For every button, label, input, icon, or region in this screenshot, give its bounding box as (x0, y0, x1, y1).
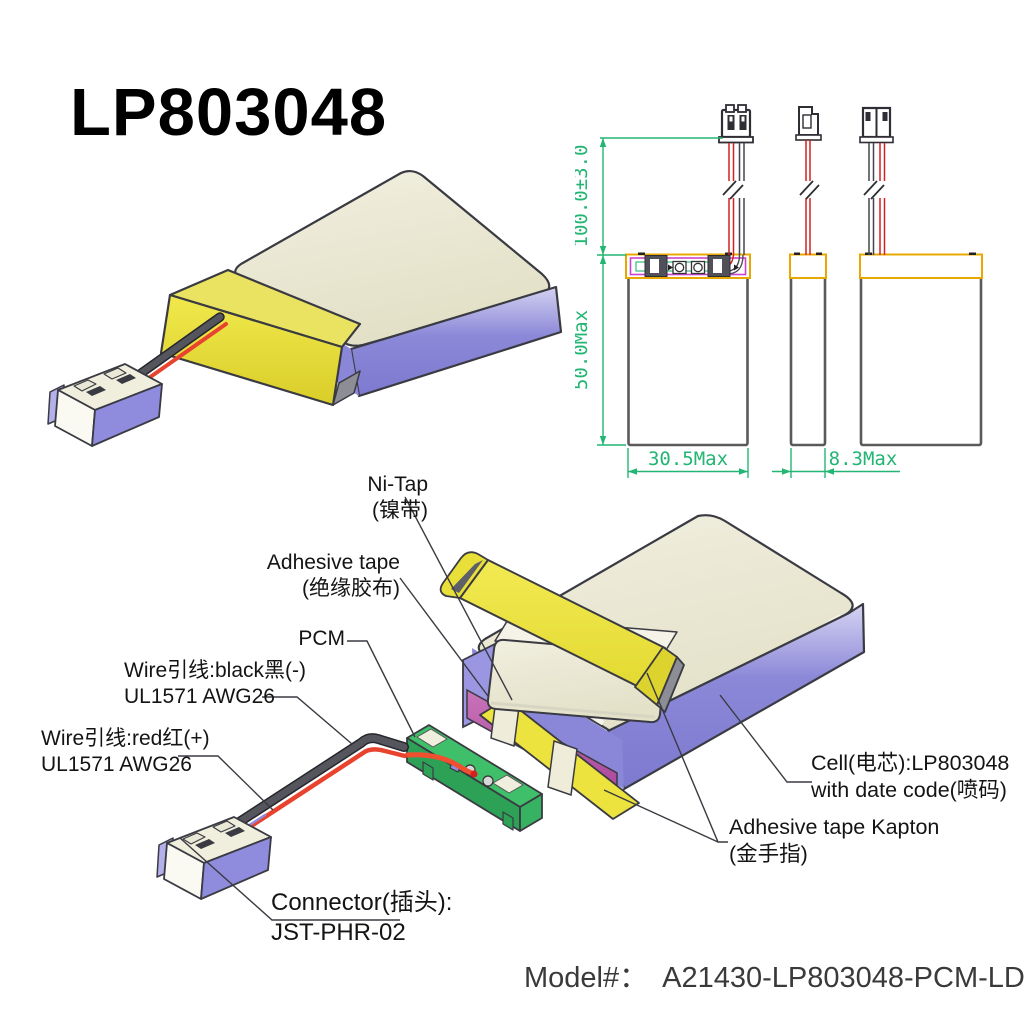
callout-wire-red: Wire引线:red红(+) UL1571 AWG26 (41, 726, 210, 778)
leader-adhesive-tape (399, 577, 489, 697)
dimension-drawing: 100.0±3.0 50.0Max 30.5Max 8.3Max (575, 104, 983, 478)
callout-line: UL1571 AWG26 (124, 685, 275, 708)
callout-pcm: PCM (245, 626, 345, 652)
page-title: LP803048 (70, 75, 388, 150)
callout-kapton: Adhesive tape Kapton (金手指) (729, 814, 939, 868)
side-view (789, 106, 827, 447)
model-label: Model#： (524, 962, 649, 994)
callout-connector: Connector(插头): JST-PHR-02 (271, 888, 452, 948)
callout-line: JST-PHR-02 (271, 919, 406, 946)
leader-wire-red (178, 755, 274, 811)
ni-tab (547, 739, 578, 797)
callout-wire-black: Wire引线:black黑(-) UL1571 AWG26 (124, 658, 306, 710)
front-connector (718, 104, 754, 144)
leader-cell (719, 694, 812, 783)
callout-line: (镍带) (372, 499, 428, 522)
iso-battery-figure (47, 169, 563, 447)
red-wire-arc (404, 752, 475, 776)
front-view (625, 104, 754, 447)
callout-line: (金手指) (729, 842, 808, 866)
callout-line: PCM (298, 627, 345, 650)
leader-connector (179, 837, 400, 921)
callout-cell: Cell(电芯):LP803048 with date code(喷码) (811, 750, 1009, 804)
leader-wire-black (262, 696, 353, 745)
battery-body (159, 169, 563, 407)
callout-line: UL1571 AWG26 (41, 753, 192, 776)
callout-line: Adhesive tape Kapton (729, 815, 940, 839)
callout-line: Cell(电芯):LP803048 (811, 751, 1010, 775)
dim-body-thickness: 8.3Max (829, 448, 898, 470)
callout-adhesive-tape: Adhesive tape (绝缘胶布) (240, 550, 400, 602)
callout-line: Wire引线:black黑(-) (124, 659, 306, 682)
jst-connector (47, 363, 163, 447)
callout-line: Ni-Tap (367, 473, 428, 496)
dimension-lines (597, 137, 900, 478)
back-view (859, 106, 983, 447)
red-wire (144, 322, 228, 382)
lead-wires (202, 733, 478, 854)
battery-wires (135, 312, 228, 382)
callout-line: Wire引线:red红(+) (41, 727, 210, 750)
exploded-view-figure (156, 496, 866, 921)
dimension-arrows (599, 138, 834, 475)
model-number: Model#： A21430-LP803048-PCM-LD- (524, 954, 1024, 996)
leader-kapton-b (603, 789, 719, 843)
callout-line: with date code(喷码) (811, 778, 1007, 802)
leader-pcm (347, 640, 416, 738)
leader-lines (178, 496, 812, 921)
black-wire (203, 734, 408, 847)
red-wire (210, 747, 408, 854)
model-value: A21430-LP803048-PCM-LD- (662, 962, 1024, 994)
callout-line: Connector(插头): (271, 889, 453, 916)
end-cap-end (332, 370, 361, 406)
callout-line: Adhesive tape (266, 551, 400, 574)
dim-body-width: 30.5Max (648, 448, 728, 470)
jst-connector (156, 816, 272, 900)
dim-wire-length: 100.0±3.0 (575, 145, 592, 248)
leader-ni-tap (404, 496, 513, 701)
dim-body-height: 50.0Max (575, 310, 592, 390)
callout-ni-tap: Ni-Tap (镍带) (270, 472, 428, 524)
callout-line: (绝缘胶布) (302, 577, 400, 600)
